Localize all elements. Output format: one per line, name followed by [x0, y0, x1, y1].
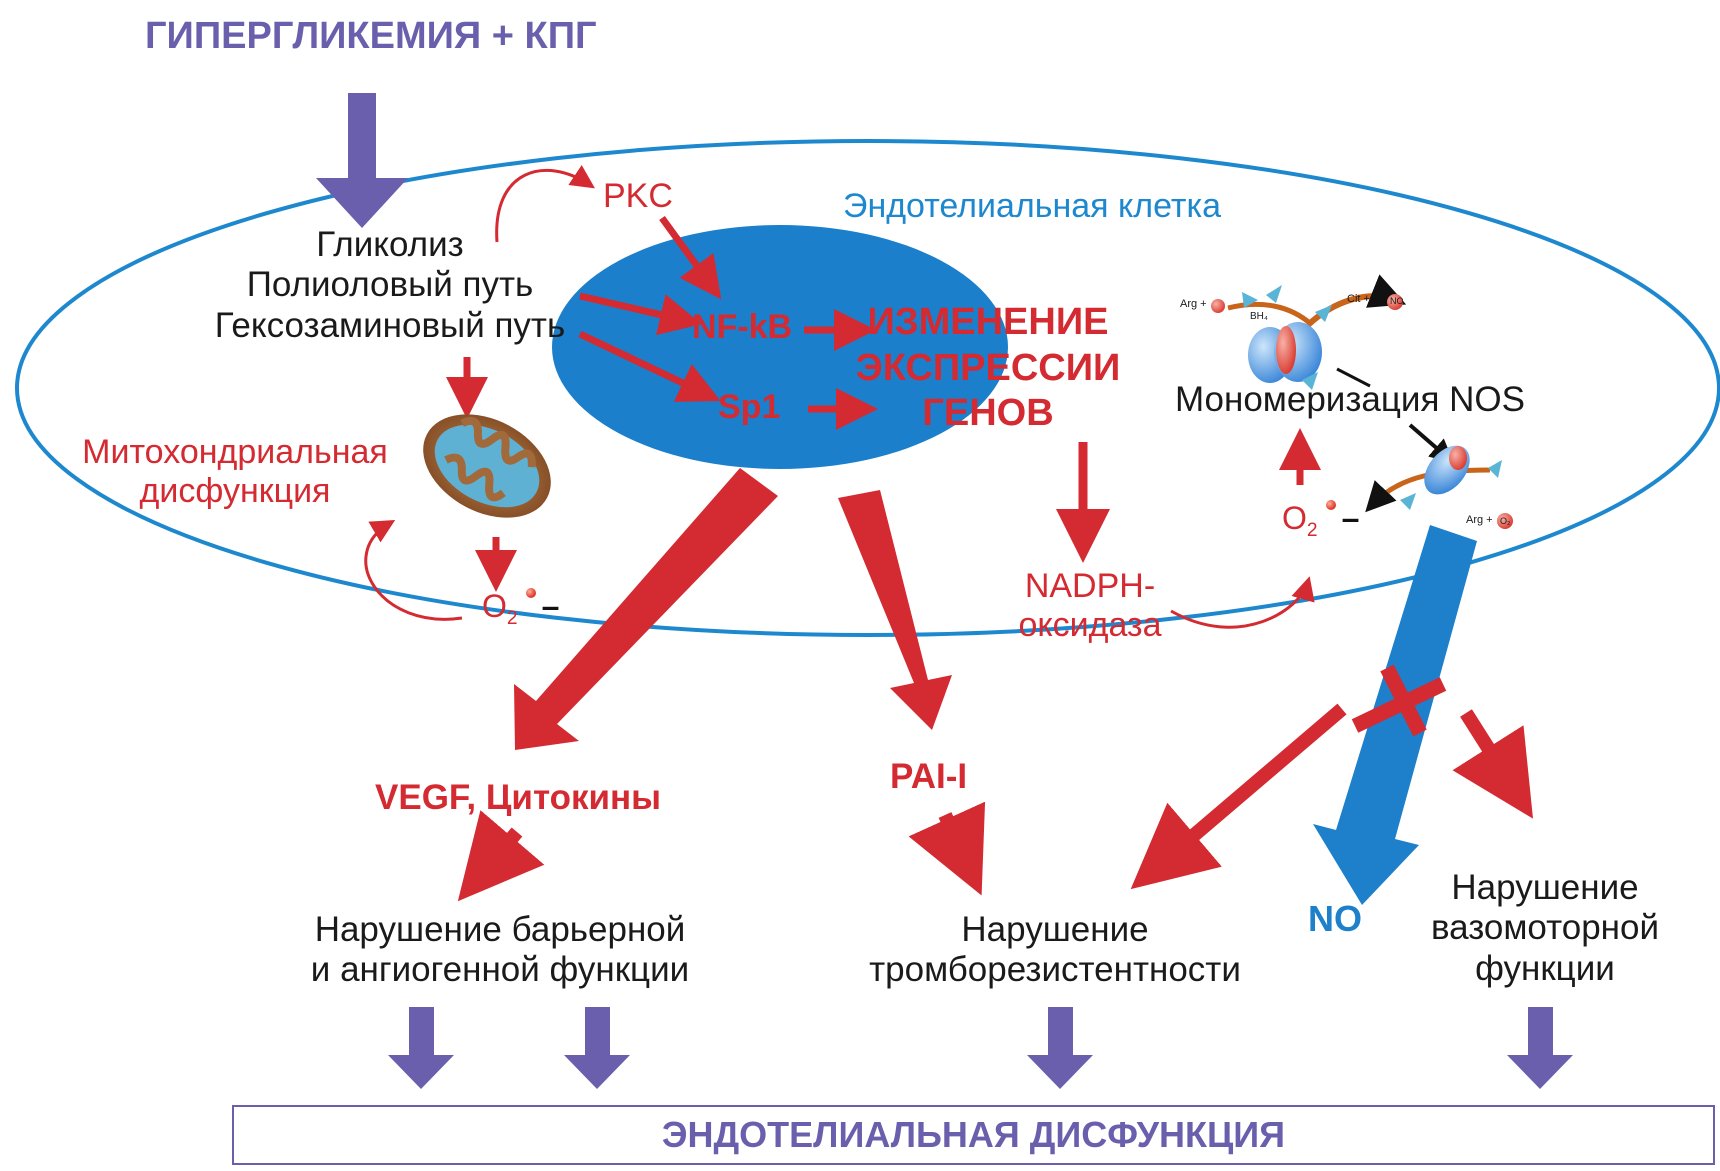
nos-label-arg: Arg +	[1180, 298, 1207, 310]
nos-label-no: NO	[1390, 296, 1404, 306]
label-hexosamine: Гексозаминовый путь	[214, 305, 566, 345]
label-vaso-3: функции	[1475, 948, 1615, 988]
label-nadph-2: оксидаза	[1018, 606, 1162, 645]
label-nos-monomerization: Мономеризация NOS	[1175, 380, 1525, 419]
nos-label-bh4: BH₄	[1250, 311, 1268, 322]
down-arrow-4	[1507, 1007, 1573, 1089]
title: ГИПЕРГЛИКЕМИЯ + КПГ	[145, 15, 597, 57]
cell-membrane	[15, 139, 1720, 637]
label-vaso-1: Нарушение	[1451, 868, 1639, 907]
charge-sign: –	[541, 588, 560, 625]
arrow-dimer-mono	[1336, 367, 1371, 388]
label-thrombo-1: Нарушение	[961, 910, 1149, 949]
big-arrow-pai	[838, 490, 952, 730]
o2-subscript-2: 2	[1306, 519, 1318, 541]
superoxide-radical-icon	[525, 588, 536, 598]
o2-symbol-2: O	[1282, 500, 1307, 537]
curve-nadph-o2	[1170, 576, 1315, 629]
outcome-barrier: Нарушение барьерной и ангиогенной функци…	[270, 910, 730, 991]
label-pai: PAI-I	[890, 757, 968, 796]
superoxide-mito: O2 –	[482, 588, 559, 630]
nos-label-o2: O₂	[1500, 516, 1511, 526]
o2-symbol: O	[482, 588, 507, 625]
label-vegf: VEGF, Цитокины	[375, 778, 662, 817]
arrow-vegf-barrier	[457, 810, 545, 902]
label-barrier-1: Нарушение барьерной	[314, 910, 686, 949]
arrow-to-sp1	[578, 330, 721, 402]
arrow-pai-thrombo	[908, 801, 986, 896]
arrow-to-nfkb	[579, 292, 702, 336]
nos-label-arg2: Arg +	[1466, 514, 1493, 526]
label-barrier-2: и ангиогенной функции	[310, 950, 690, 990]
label-no: NO	[1308, 898, 1362, 939]
mitochondrion-icon	[423, 414, 551, 518]
genes-block: ИЗМЕНЕНИЕ ЭКСПРЕССИИ ГЕНОВ	[853, 300, 1123, 437]
label-sp1: Sp1	[718, 388, 781, 426]
nos-label-cit: Cit +	[1347, 293, 1370, 305]
mito-block: Митохондриальная дисфункция	[40, 433, 430, 511]
big-arrow-vegf	[514, 468, 778, 750]
label-thrombo-2: тромборезистентности	[869, 950, 1241, 990]
label-mito-2: дисфункция	[139, 472, 331, 511]
label-nadph-1: NADPH-	[1024, 567, 1156, 605]
arrow-pkc-nfkb	[659, 215, 722, 300]
curve-to-pkc	[495, 165, 595, 243]
label-pkc: PKC	[603, 177, 673, 215]
curve-mito-loop	[364, 519, 463, 621]
endothelial-dysfunction-box: ЭНДОТЕЛИАЛЬНАЯ ДИСФУНКЦИЯ	[232, 1105, 1715, 1165]
cross-line-b	[1380, 664, 1427, 737]
nadph-block: NADPH- оксидаза	[975, 567, 1205, 645]
outcome-thrombo: Нарушение тромборезистентности	[820, 910, 1290, 991]
label-mito-1: Митохондриальная	[82, 433, 388, 471]
outcome-vaso: Нарушение вазомоторной функции	[1400, 868, 1690, 989]
label-endothelial-dysfunction: ЭНДОТЕЛИАЛЬНАЯ ДИСФУНКЦИЯ	[661, 1114, 1286, 1155]
label-vaso-2: вазомоторной	[1430, 908, 1660, 948]
o2-subscript: 2	[506, 607, 518, 629]
input-arrow	[316, 93, 408, 228]
label-glycolysis: Гликолиз	[316, 225, 464, 264]
arrow-no-vaso	[1452, 709, 1533, 819]
superoxide-radical-icon	[1325, 500, 1336, 510]
label-nfkb: NF-kB	[692, 308, 793, 346]
nucleus	[552, 225, 1008, 469]
nos-monomer-icon	[1365, 445, 1513, 529]
nos-dimer-icon	[1211, 274, 1407, 390]
down-arrow-1	[388, 1007, 454, 1089]
down-arrow-3	[1027, 1007, 1093, 1089]
pathways-block: Гликолиз Полиоловый путь Гексозаминовый …	[180, 225, 600, 346]
down-arrow-2	[564, 1007, 630, 1089]
superoxide-nos: O2 –	[1282, 500, 1359, 542]
cell-label: Эндотелиальная клетка	[843, 187, 1222, 225]
label-genes-1: ИЗМЕНЕНИЕ	[867, 301, 1109, 343]
label-polyol: Полиоловый путь	[246, 265, 534, 305]
arrow-no-thrombo	[1130, 703, 1347, 890]
label-genes-2: ЭКСПРЕССИИ	[855, 346, 1121, 389]
charge-sign-2: –	[1341, 500, 1360, 537]
label-genes-3: ГЕНОВ	[922, 392, 1054, 435]
